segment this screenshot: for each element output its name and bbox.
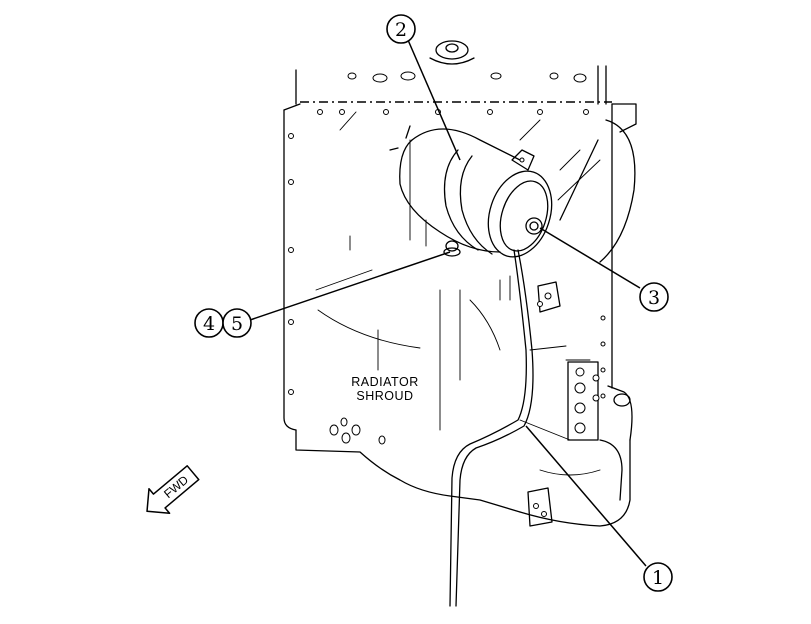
radiator-shroud	[283, 40, 637, 527]
forward-arrow-icon: FWD	[146, 465, 200, 515]
callout-5-number: 5	[231, 313, 243, 335]
callout-3-number: 3	[648, 287, 660, 309]
callout-1-number: 1	[652, 567, 664, 589]
vent-hose	[449, 249, 561, 607]
callout-4-number: 4	[203, 313, 215, 335]
callout-3: 3	[639, 282, 669, 312]
callout-2-number: 2	[395, 19, 407, 41]
leader-lines	[249, 39, 647, 567]
shroud-label-line2: SHROUD	[356, 389, 413, 403]
callout-2: 2	[386, 14, 416, 44]
callout-4: 4	[194, 308, 224, 338]
callout-5: 5	[222, 308, 252, 338]
callout-1: 1	[643, 562, 673, 592]
reservoir-tank	[389, 125, 553, 258]
shroud-label-line1: RADIATOR	[351, 375, 418, 389]
